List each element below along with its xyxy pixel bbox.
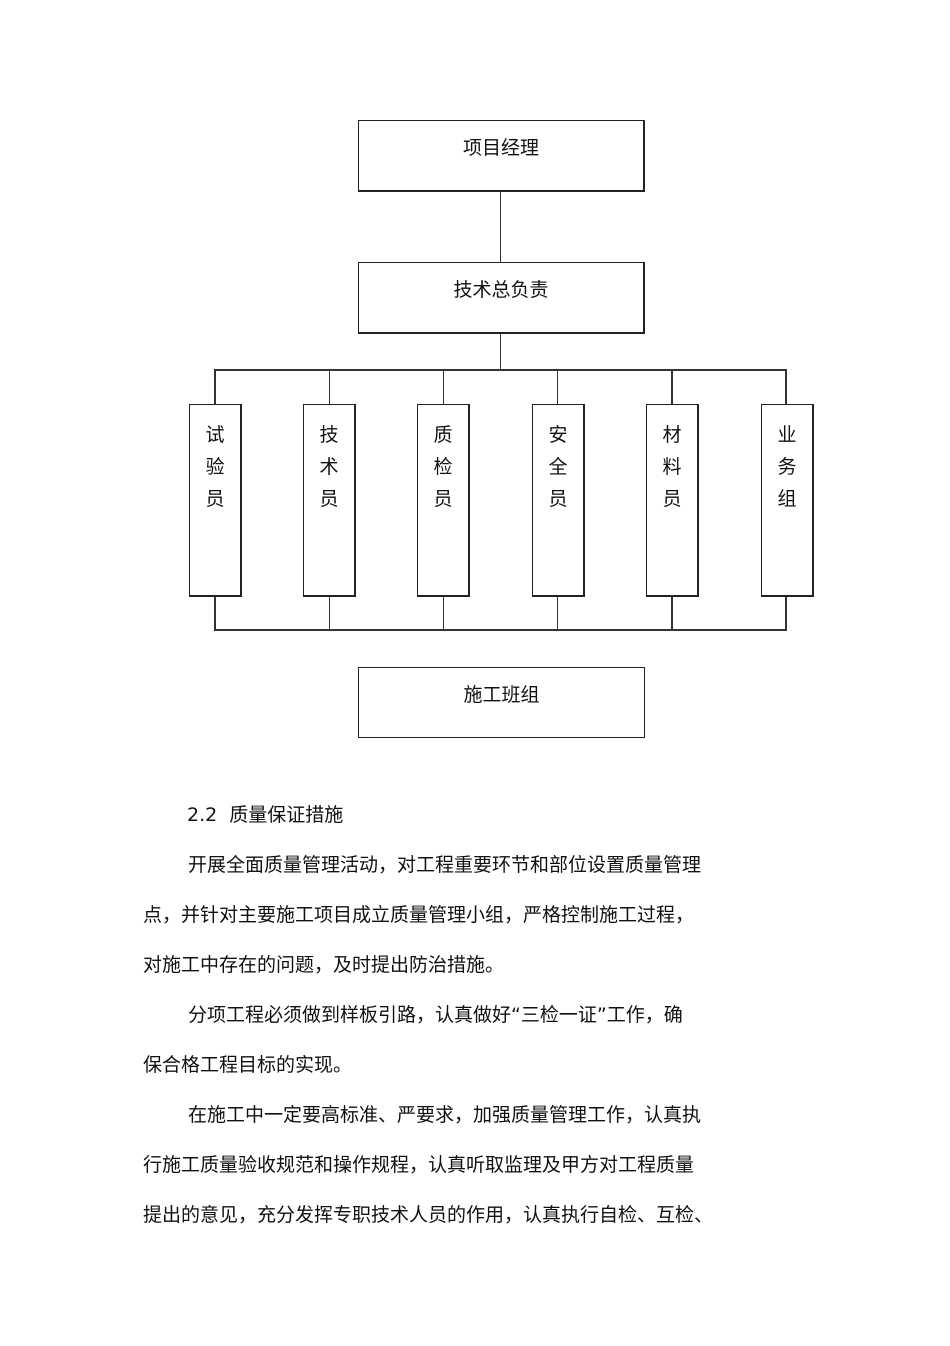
role-char: 员 (662, 488, 682, 510)
role-char: 业 (777, 424, 797, 446)
connector-second-to-bus (500, 333, 501, 370)
role-char: 员 (433, 488, 453, 510)
role-char: 组 (777, 488, 797, 510)
lower-bus-line (214, 629, 787, 631)
paragraph-3: 在施工中一定要高标准、严要求，加强质量管理工作，认真执 行施工质量验收规范和操作… (143, 1090, 763, 1240)
text-line: 在施工中一定要高标准、严要求，加强质量管理工作，认真执 (188, 1104, 702, 1126)
box-label: 项目经理 (462, 137, 539, 159)
role-char: 验 (205, 456, 225, 478)
upper-bus-line (214, 369, 787, 371)
section-heading: 2.2 质量保证措施 (187, 804, 344, 826)
text-line: 提出的意见，充分发挥专职技术人员的作用，认真执行自检、互检、 (143, 1204, 714, 1226)
text-line: 行施工质量验收规范和操作规程，认真听取监理及甲方对工程质量 (143, 1154, 695, 1176)
box-label: 施工班组 (463, 684, 540, 706)
box-role-2: 技 术 员 (303, 404, 356, 597)
text-line: 分项工程必须做到样板引路，认真做好“三检一证”工作，确 (188, 1004, 683, 1026)
connector-top-to-second (500, 191, 501, 263)
role-char: 检 (433, 456, 453, 478)
role-char: 技 (319, 424, 339, 446)
box-technical-lead: 技术总负责 (358, 262, 645, 334)
role-char: 术 (319, 456, 339, 478)
paragraph-2: 分项工程必须做到样板引路，认真做好“三检一证”工作，确 保合格工程目标的实现。 (143, 990, 763, 1090)
text-line: 保合格工程目标的实现。 (143, 1054, 353, 1076)
box-role-6: 业 务 组 (761, 404, 814, 597)
role-char: 员 (548, 488, 568, 510)
role-char: 料 (662, 456, 682, 478)
box-label: 技术总负责 (453, 279, 549, 301)
text-line: 对施工中存在的问题，及时提出防治措施。 (143, 954, 505, 976)
box-construction-team: 施工班组 (358, 667, 645, 738)
paragraph-1: 开展全面质量管理活动，对工程重要环节和部位设置质量管理 点，并针对主要施工项目成… (143, 840, 763, 990)
box-role-1: 试 验 员 (189, 404, 242, 597)
role-char: 试 (205, 424, 225, 446)
text-line: 开展全面质量管理活动，对工程重要环节和部位设置质量管理 (188, 854, 702, 876)
box-project-manager: 项目经理 (358, 120, 645, 192)
role-char: 员 (319, 488, 339, 510)
role-char: 质 (433, 424, 453, 446)
role-char: 材 (662, 424, 682, 446)
role-char: 安 (548, 424, 568, 446)
box-role-3: 质 检 员 (417, 404, 470, 597)
box-role-4: 安 全 员 (532, 404, 585, 597)
role-char: 员 (205, 488, 225, 510)
role-char: 全 (548, 456, 568, 478)
box-role-5: 材 料 员 (646, 404, 699, 597)
text-line: 点，并针对主要施工项目成立质量管理小组，严格控制施工过程， (143, 904, 695, 926)
role-char: 务 (777, 456, 797, 478)
